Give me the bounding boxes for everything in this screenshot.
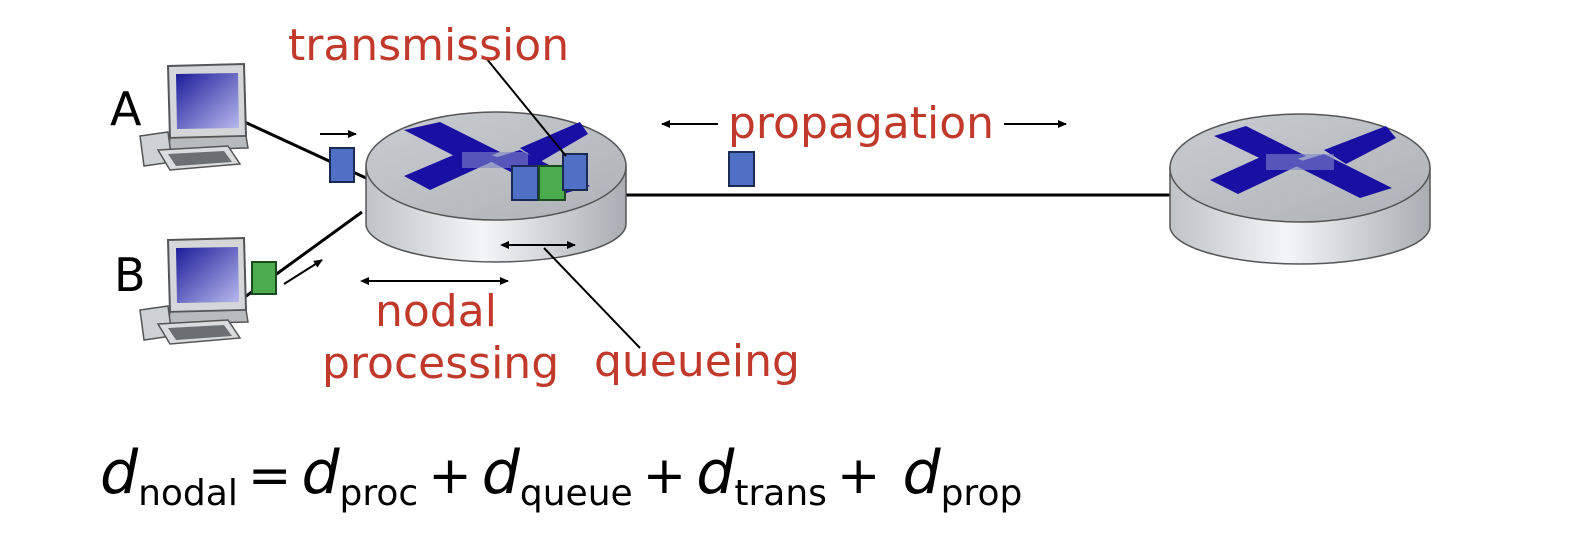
host-a-computer-icon [139, 62, 249, 171]
formula-d: d [100, 438, 139, 508]
queueing-leader-line [543, 247, 641, 349]
formula-d: d [902, 438, 941, 508]
formula-sub-proc: proc [339, 473, 419, 514]
transmission-leader-line [485, 57, 567, 157]
d-prop: dprop [902, 438, 1022, 514]
packet-b-incoming [251, 261, 277, 295]
packet-transmitting [562, 153, 588, 191]
queueing-label: queueing [594, 336, 800, 387]
processing-label: processing [322, 338, 560, 389]
d-nodal: dnodal [100, 438, 238, 514]
propagation-label: propagation [728, 98, 995, 149]
d-proc: dproc [301, 438, 418, 514]
formula-d: d [301, 438, 340, 508]
formula-plus: + [642, 446, 687, 506]
router-2-icon [1169, 113, 1431, 265]
host-a-label: A [110, 82, 142, 136]
packet-propagating [728, 151, 755, 187]
formula-equals: = [247, 446, 292, 506]
transmission-label: transmission [288, 20, 570, 71]
host-b-computer-icon [139, 236, 249, 345]
formula-plus: + [836, 446, 881, 506]
d-trans: dtrans [696, 438, 827, 514]
formula-plus: + [428, 446, 472, 506]
d-queue: dqueue [481, 438, 633, 514]
packet-b-direction-arrow [283, 259, 323, 285]
nodal-label: nodal [375, 286, 497, 337]
nodal-delay-formula: dnodal=dproc+dqueue+dtrans+dprop [100, 438, 1022, 514]
router-2-cross-icon [1210, 126, 1396, 198]
annotation-arrows [283, 57, 1067, 349]
packet-a-incoming [329, 147, 355, 183]
host-b-label: B [114, 248, 146, 302]
formula-sub-trans: trans [734, 473, 827, 514]
formula-sub-nodal: nodal [138, 473, 238, 514]
packet-queued-green [538, 165, 566, 201]
formula-sub-queue: queue [519, 473, 633, 514]
packets [251, 147, 755, 295]
formula-d: d [481, 438, 520, 508]
packet-queued-blue-1 [511, 165, 539, 201]
formula-d: d [696, 438, 735, 508]
formula-sub-prop: prop [940, 473, 1023, 514]
